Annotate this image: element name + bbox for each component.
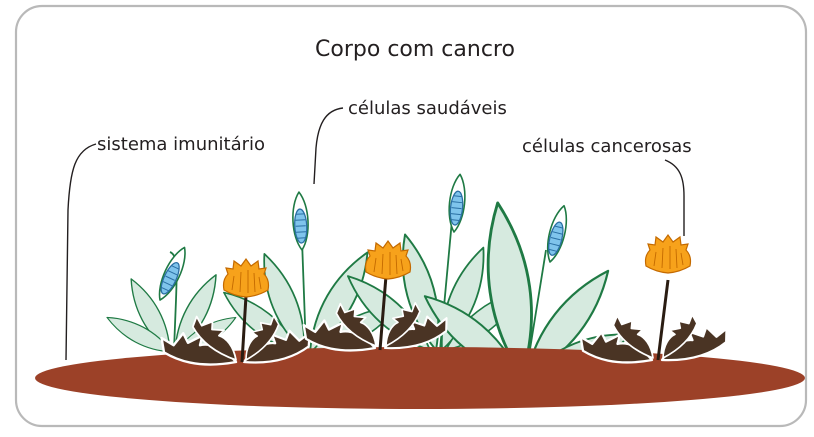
label-healthy-cells: células saudáveis bbox=[348, 98, 507, 119]
label-immune-system: sistema imunitário bbox=[97, 134, 265, 155]
diagram-frame bbox=[14, 4, 808, 428]
leader-line-healthy bbox=[313, 107, 344, 185]
leader-line-immune bbox=[65, 143, 97, 361]
cancer-plant-icon bbox=[302, 240, 451, 352]
diagram-title: Corpo com cancro bbox=[315, 37, 515, 62]
cancer-plant-icon bbox=[579, 234, 731, 364]
label-cancer-cells: células cancerosas bbox=[522, 136, 692, 157]
leader-line-cancer bbox=[664, 159, 685, 236]
healthy-plant-icon bbox=[102, 243, 241, 361]
cancer-plant-icon bbox=[160, 258, 314, 366]
